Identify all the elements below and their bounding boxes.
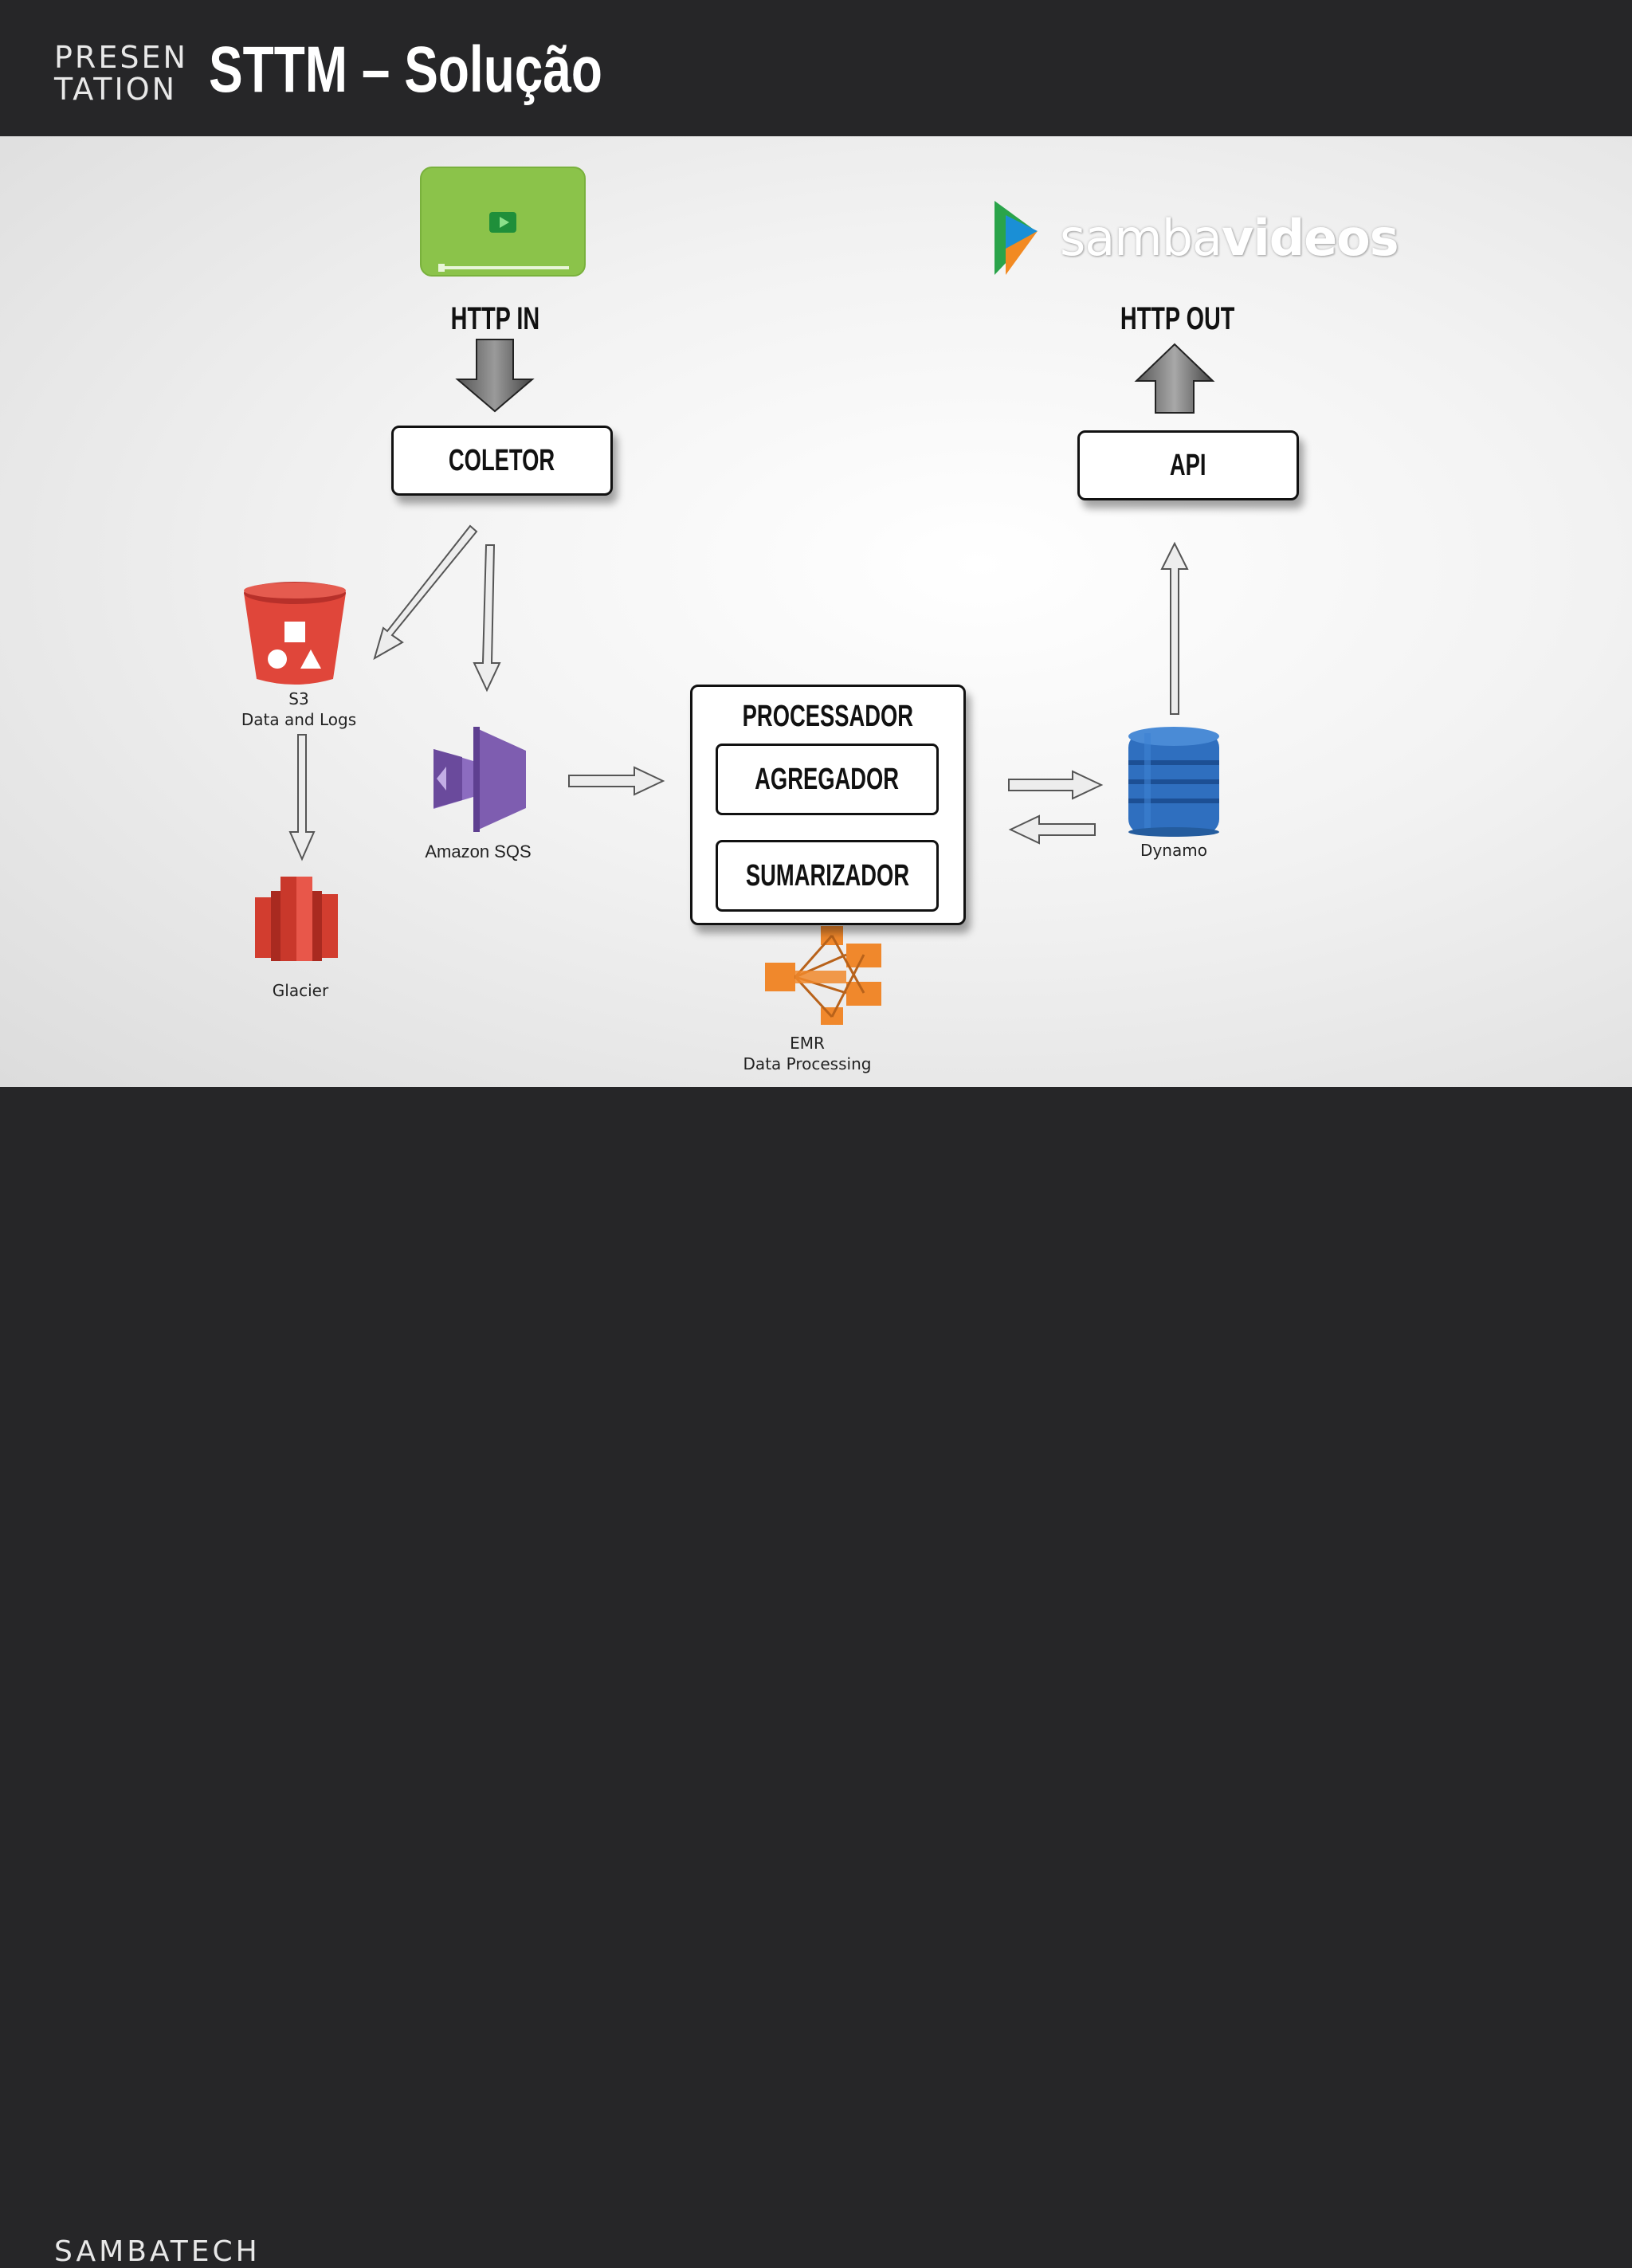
http-in-arrow (455, 339, 535, 413)
sqs-icon (434, 727, 526, 832)
api-label: API (1170, 448, 1206, 482)
glacier-label: Glacier (272, 981, 329, 1000)
sumarizador-label: SUMARIZADOR (745, 858, 909, 893)
arrow-sqs-to-processador (568, 766, 665, 796)
sambavideos-logo-text: sambavideos (1060, 209, 1399, 267)
http-in-label: HTTP IN (415, 301, 575, 337)
video-player-icon (420, 167, 586, 277)
glacier-icon (255, 877, 338, 961)
arrow-coletor-to-sqs (473, 544, 501, 693)
s3-label-line2: Data and Logs (241, 710, 357, 729)
footer-bar: SAMBATECH (0, 1087, 1632, 2268)
arrow-dynamo-to-processador (1008, 814, 1096, 845)
processador-label: PROCESSADOR (742, 700, 914, 733)
http-out-arrow (1134, 343, 1215, 414)
badge-line-2: TATION (54, 72, 178, 107)
api-box: API (1077, 430, 1299, 500)
arrow-dynamo-to-api (1160, 541, 1189, 715)
sambavideos-brand-a: samba (1060, 209, 1222, 267)
footer-brand: SAMBATECH (54, 2235, 261, 2268)
agregador-label: AGREGADOR (755, 762, 900, 796)
sumarizador-box: SUMARIZADOR (716, 840, 939, 912)
arrow-coletor-to-s3 (373, 524, 478, 661)
slide-title: STTM – Solução (209, 33, 602, 106)
emr-label-line1: EMR (790, 1034, 825, 1053)
http-out-text: HTTP OUT (1120, 301, 1235, 336)
http-in-text: HTTP IN (450, 301, 539, 336)
agregador-box: AGREGADOR (716, 744, 939, 815)
dynamo-label: Dynamo (1140, 841, 1207, 860)
flow-arrows (288, 524, 1189, 861)
header-bar: PRESEN TATION STTM – Solução (0, 0, 1632, 136)
coletor-label: COLETOR (449, 443, 555, 477)
sqs-label: Amazon SQS (425, 842, 532, 861)
arrow-processador-to-dynamo (1008, 770, 1104, 800)
s3-label-line1: S3 (288, 689, 309, 708)
s3-bucket-icon (244, 582, 346, 685)
presentation-badge: PRESEN TATION (54, 41, 190, 105)
dynamo-icon (1128, 727, 1219, 837)
s3-label: S3 Data and Logs (215, 689, 382, 730)
arrow-s3-to-glacier (288, 734, 316, 861)
sambavideos-brand-b: videos (1222, 209, 1399, 267)
coletor-box: COLETOR (391, 426, 613, 496)
emr-icon (765, 926, 881, 1025)
samba-play-logo-icon (994, 201, 1038, 275)
diagram-graphics (244, 167, 1219, 1025)
emr-label: EMR Data Processing (724, 1033, 891, 1074)
emr-label-line2: Data Processing (743, 1054, 872, 1073)
http-out-label: HTTP OUT (1098, 301, 1257, 337)
badge-line-1: PRESEN (54, 40, 188, 75)
